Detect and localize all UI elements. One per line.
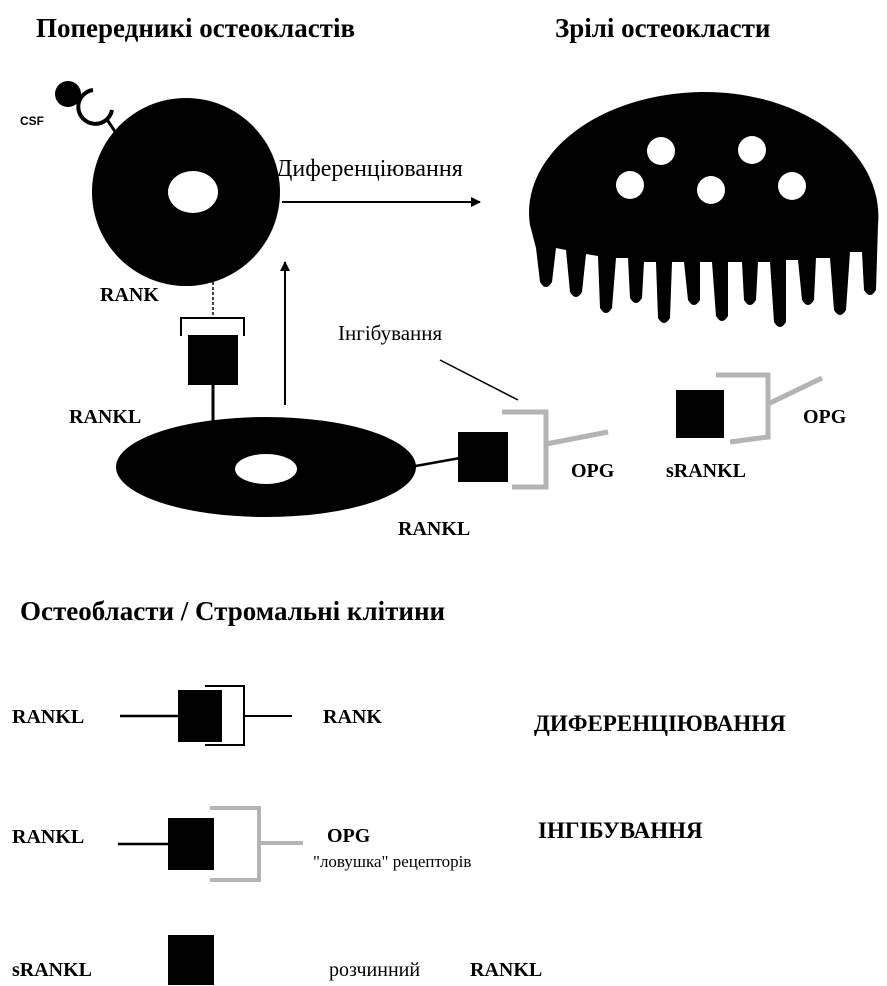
legend-row3-soluble: розчинний <box>329 959 420 981</box>
rankl-bound-rank <box>188 335 238 385</box>
csf-ligand-icon <box>55 81 81 107</box>
legend-row2-rankl: RANKL <box>12 826 84 848</box>
legend-row1-rankl: RANKL <box>12 706 84 728</box>
legend-row1-meaning: ДИФЕРЕНЦІЮВАННЯ <box>534 711 786 736</box>
differentiation-label: Диференціювання <box>276 156 463 182</box>
legend-row2-rankl-square <box>168 818 214 870</box>
csf-label: CSF <box>20 114 44 128</box>
srankl-label: sRANKL <box>666 460 746 482</box>
heading-osteoclast-precursors: Попередникі остеокластів <box>36 13 355 43</box>
osteoclast-nucleus-3 <box>616 171 644 199</box>
osteoclast-nucleus-1 <box>647 137 675 165</box>
precursor-nucleus <box>168 171 218 213</box>
osteoclast-nucleus-4 <box>697 176 725 204</box>
opg-decoy-free <box>716 372 824 445</box>
mature-osteoclast <box>529 91 879 327</box>
rank-receptor <box>180 317 245 336</box>
legend-row1-rank-receptor <box>205 685 292 746</box>
membrane-rankl-stalk <box>409 456 461 469</box>
legend-row3-srankl-square <box>168 935 214 985</box>
legend-row2-opg-decoy <box>210 806 303 882</box>
legend-row3-srankl: sRANKL <box>12 959 92 981</box>
membrane-rankl <box>458 432 508 482</box>
rankl-label-bottom: RANKL <box>398 518 470 540</box>
opg-decoy-bound <box>502 409 609 490</box>
inhibition-label: Інгібування <box>338 321 443 345</box>
legend-row3-rankl: RANKL <box>470 959 542 981</box>
soluble-rankl <box>676 390 724 438</box>
legend-row2-note: "ловушка" рецепторів <box>313 852 471 871</box>
legend-row2-meaning: ІНГІБУВАННЯ <box>538 818 703 843</box>
rank-label: RANK <box>100 284 159 306</box>
inhibition-pointer <box>439 359 519 401</box>
legend-row2-opg: OPG <box>327 825 371 847</box>
opg-label-bound: OPG <box>571 460 615 482</box>
opg-label-free: OPG <box>803 406 847 428</box>
heading-mature-osteoclasts: Зрілі остеокласти <box>555 13 770 43</box>
heading-osteoblasts: Остеобласти / Стромальні клітини <box>20 596 445 626</box>
legend-row1-rank: RANK <box>323 706 382 728</box>
osteoblast-nucleus <box>235 454 297 484</box>
rankl-label-left: RANKL <box>69 406 141 428</box>
osteoclast-nucleus-2 <box>738 136 766 164</box>
legend-row1-rankl-square <box>178 690 222 742</box>
osteoclast-nucleus-5 <box>778 172 806 200</box>
